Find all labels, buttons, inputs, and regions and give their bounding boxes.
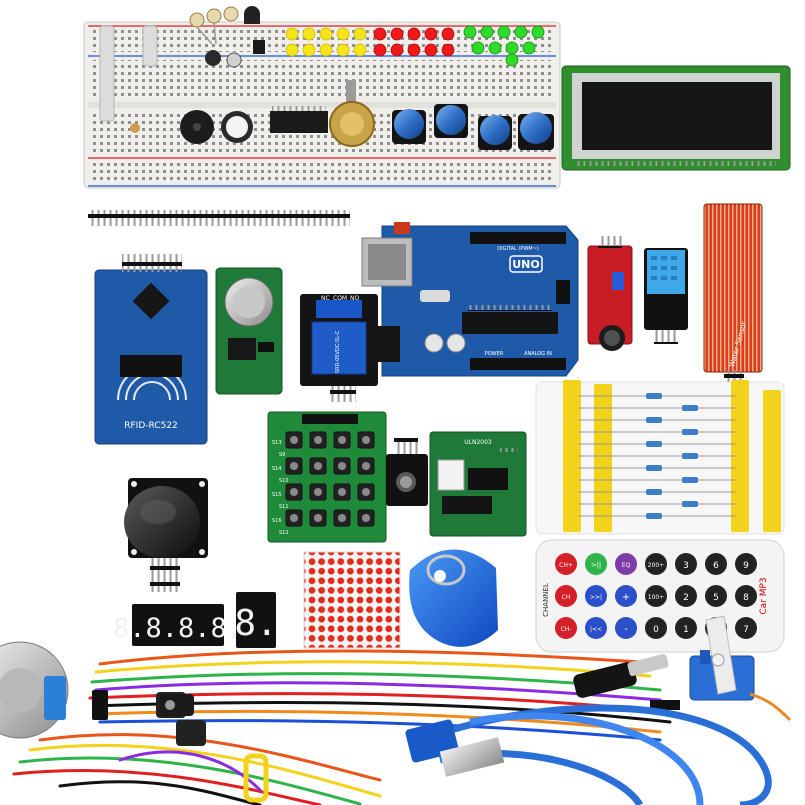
svg-text:2: 2 (683, 593, 689, 603)
water-level-sensor: Water Sensor (703, 203, 763, 384)
svg-text:NC: NC (321, 295, 330, 302)
lcd-1602 (561, 65, 791, 171)
ic-chip (270, 106, 328, 133)
svg-text:ULN2003: ULN2003 (464, 439, 492, 446)
rfid-label: RFID-RC522 (124, 421, 178, 431)
servo-motor (689, 615, 792, 722)
resistor-pack (535, 380, 785, 535)
svg-text:S13: S13 (272, 440, 282, 446)
svg-text:S12: S12 (279, 530, 289, 536)
svg-text:UNO: UNO (512, 258, 540, 271)
arduino-uno-board: UNO DIGITAL (PWM~) POWER ANALOG IN (361, 222, 579, 377)
svg-text:S14: S14 (272, 466, 282, 472)
potentiometer (329, 80, 375, 147)
svg-text:0: 0 (653, 625, 659, 635)
usb-cable (405, 704, 772, 805)
svg-text:9: 9 (743, 561, 749, 571)
rfid-keyfob (409, 549, 498, 647)
dc-power-connector (573, 654, 669, 698)
svg-text:CH: CH (562, 594, 571, 601)
rfid-module: RFID-RC522 (94, 254, 208, 445)
svg-text:CH+: CH+ (559, 562, 573, 569)
led-row (285, 25, 545, 67)
svg-text:8.8.8.8.: 8.8.8.8. (113, 613, 243, 644)
breadboard (83, 21, 561, 189)
ir-remote: CHANNEL Car MP3 CH+ >|| EQ 200+ 3 6 9 CH… (535, 539, 785, 653)
remote-row-middle: CH >>| + 100+ 2 5 8 (555, 585, 757, 607)
svg-text:5: 5 (713, 593, 719, 603)
svg-text:S16: S16 (272, 518, 282, 524)
relay-module: NC COM NO SRD-05VDC-SL-C (300, 294, 378, 402)
slide-switch (99, 25, 158, 133)
prev-icon: |<< (590, 626, 602, 633)
led-matrix-8x8 (303, 551, 401, 649)
svg-text:1: 1 (683, 625, 689, 635)
sound-sensor-module (587, 236, 633, 351)
svg-text:S11: S11 (279, 504, 289, 510)
svg-text:200+: 200+ (648, 562, 664, 569)
joystick-module (124, 478, 208, 592)
svg-text:8: 8 (743, 593, 749, 603)
svg-text:POWER: POWER (485, 351, 504, 357)
svg-text:NO: NO (350, 295, 359, 302)
svg-text:S9: S9 (279, 452, 285, 458)
svg-text:+: + (622, 592, 630, 603)
svg-text:ANALOG IN: ANALOG IN (524, 351, 552, 357)
svg-text:100+: 100+ (648, 594, 664, 601)
svg-text:CH-: CH- (561, 626, 572, 633)
remote-channel-label: CHANNEL (542, 583, 550, 617)
svg-text:EQ: EQ (622, 562, 631, 569)
remote-row-top: CH+ >|| EQ 200+ 3 6 9 (555, 553, 757, 575)
next-icon: >>| (590, 594, 602, 601)
pin-header (88, 210, 350, 226)
svg-text:S10: S10 (279, 478, 289, 484)
svg-text:3: 3 (683, 561, 689, 571)
svg-text:-: - (624, 624, 628, 635)
remote-brand-label: Car MP3 (759, 577, 769, 614)
svg-text:COM: COM (333, 295, 347, 302)
svg-text:8.: 8. (234, 603, 277, 644)
ir-receiver-module (386, 438, 428, 506)
play-pause-icon: >|| (591, 561, 602, 569)
dht11-sensor (644, 248, 688, 344)
seven-segment-4digit: 8.8.8.8. (113, 604, 243, 646)
svg-text:S15: S15 (272, 492, 282, 498)
stepper-driver-board: ULN2003 (429, 431, 527, 537)
battery-clip (160, 694, 194, 716)
stepper-motor (0, 641, 69, 739)
svg-text:SRD-05VDC-SL-C: SRD-05VDC-SL-C (335, 330, 341, 373)
cable-tie (243, 753, 269, 803)
photoresistors (189, 6, 265, 68)
svg-text:DIGITAL (PWM~): DIGITAL (PWM~) (497, 246, 539, 252)
svg-text:7: 7 (743, 625, 749, 635)
svg-text:6: 6 (713, 561, 719, 571)
jumper-wires (12, 649, 672, 805)
buzzers (180, 110, 253, 144)
keypad-4x4: S13 S9 S14 S10 S15 S11 S16 S12 (267, 411, 387, 543)
seven-segment-1digit: 8. (234, 592, 278, 648)
push-buttons (392, 104, 554, 150)
rtc-module (215, 267, 283, 395)
